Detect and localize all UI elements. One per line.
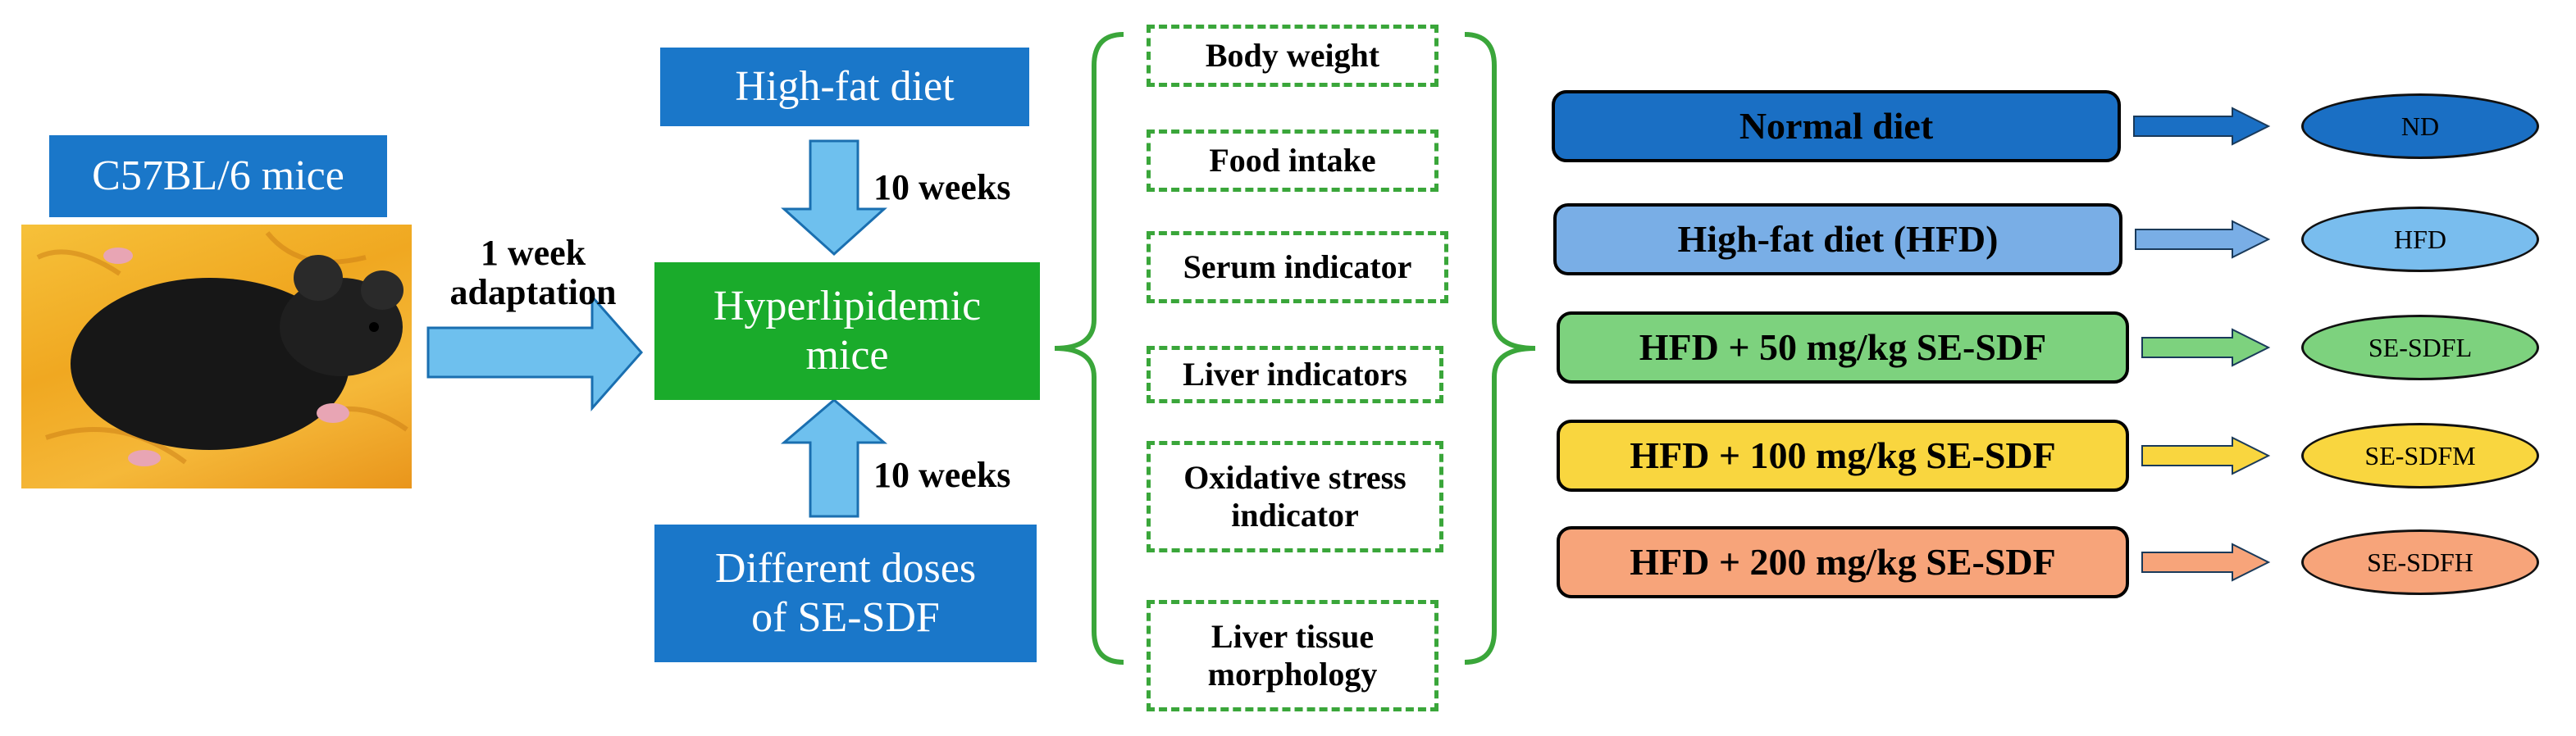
group-box-hfd-200: HFD + 200 mg/kg SE-SDF	[1557, 526, 2129, 598]
left-brace	[1054, 32, 1124, 665]
mouse-photo	[21, 225, 412, 488]
group-abbr-normal-diet: ND	[2301, 93, 2539, 159]
group-abbr-hfd-100: SE-SDFM	[2301, 423, 2539, 488]
indicator-liver-morphology: Liver tissue morphology	[1147, 600, 1438, 711]
group-abbr-hfd-50: SE-SDFL	[2301, 315, 2539, 380]
strain-label: C57BL/6 mice	[49, 135, 387, 217]
indicator-body-weight: Body weight	[1147, 25, 1438, 87]
adaptation-label: 1 week adaptation	[449, 233, 617, 313]
high-fat-diet-box: High-fat diet	[660, 48, 1029, 126]
indicator-oxidative-stress: Oxidative stress indicator	[1147, 441, 1443, 552]
bottom-duration-label: 10 weeks	[873, 455, 1011, 495]
group-abbr-high-fat-diet: HFD	[2301, 207, 2539, 272]
adaptation-arrow	[426, 293, 644, 411]
group-box-high-fat-diet: High-fat diet (HFD)	[1553, 203, 2122, 275]
indicator-liver: Liver indicators	[1147, 346, 1443, 403]
different-doses-box: Different doses of SE-SDF	[654, 525, 1037, 662]
indicator-food-intake: Food intake	[1147, 129, 1438, 192]
top-duration-label: 10 weeks	[873, 167, 1011, 207]
group-arrow-hfd-200	[2141, 543, 2271, 582]
down-arrow	[781, 139, 887, 257]
group-box-normal-diet: Normal diet	[1552, 90, 2121, 162]
indicator-serum: Serum indicator	[1147, 231, 1448, 303]
group-arrow-normal-diet	[2133, 107, 2271, 146]
group-abbr-hfd-200: SE-SDFH	[2301, 529, 2539, 595]
group-arrow-hfd-50	[2141, 328, 2271, 367]
up-arrow	[780, 398, 888, 518]
right-brace	[1464, 32, 1536, 665]
mouse-illustration	[36, 231, 408, 466]
group-arrow-high-fat-diet	[2135, 220, 2271, 259]
group-box-hfd-100: HFD + 100 mg/kg SE-SDF	[1557, 420, 2129, 492]
group-arrow-hfd-100	[2141, 436, 2271, 475]
hyperlipidemic-mice-box: Hyperlipidemic mice	[654, 262, 1040, 400]
group-box-hfd-50: HFD + 50 mg/kg SE-SDF	[1557, 311, 2129, 384]
